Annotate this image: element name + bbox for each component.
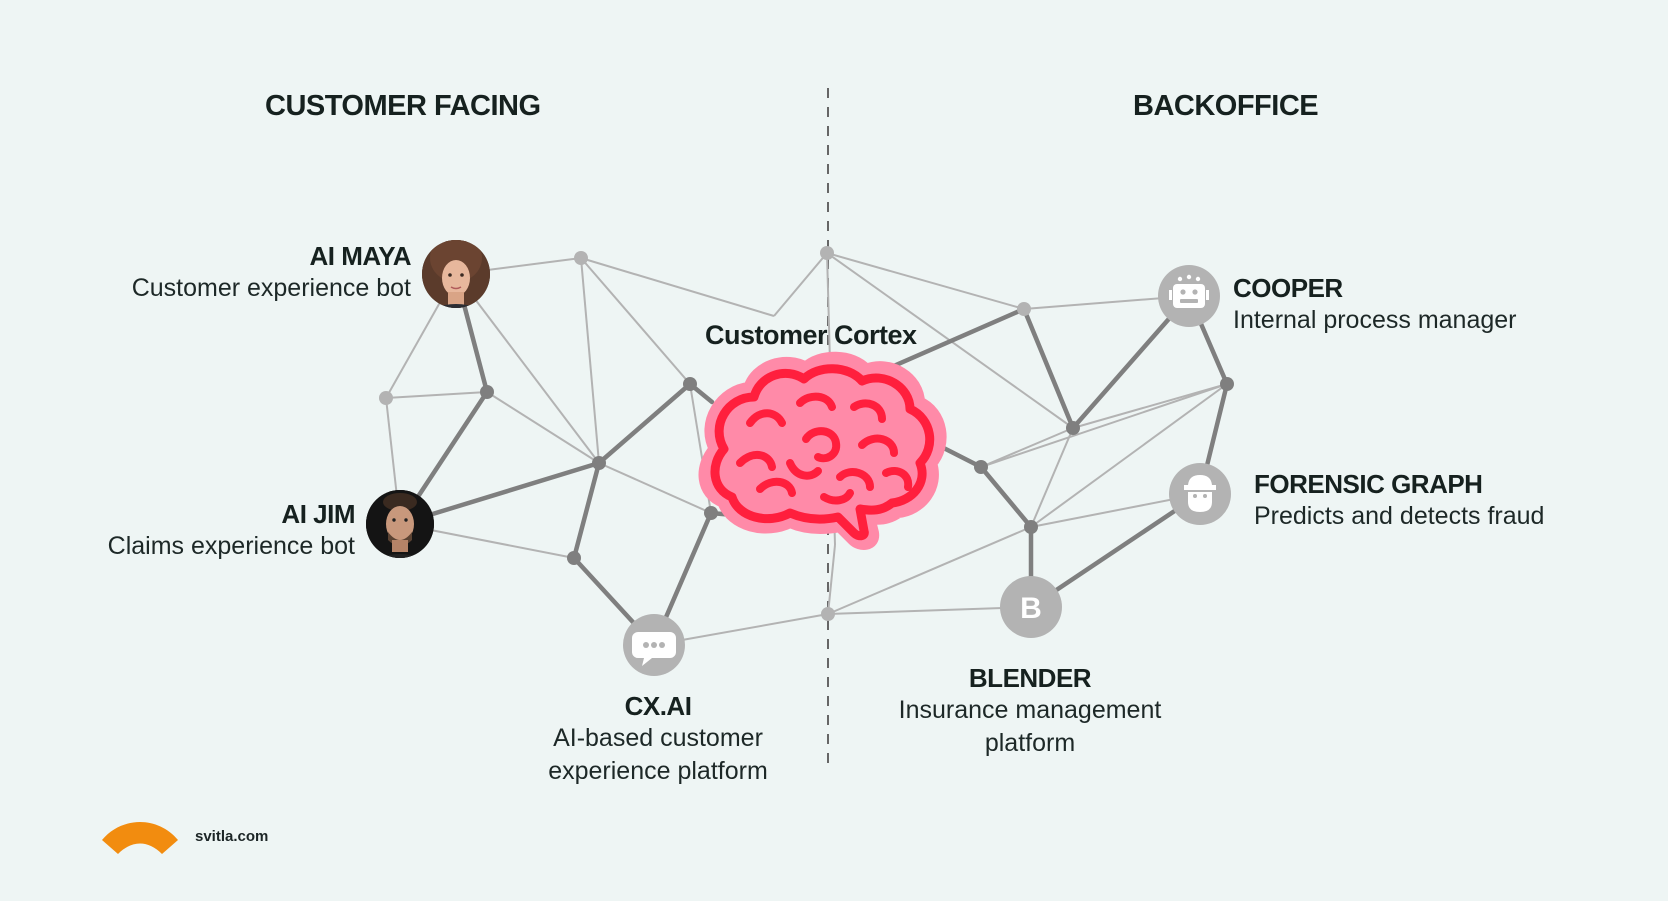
blender-letter-b-icon[interactable]: B bbox=[1000, 576, 1062, 638]
edge-dark bbox=[877, 306, 1027, 375]
edge-light bbox=[980, 383, 1228, 468]
junctions bbox=[379, 246, 1234, 621]
junction-node-dark bbox=[1066, 421, 1080, 435]
edge-dark bbox=[1028, 491, 1203, 610]
center-title: Customer Cortex bbox=[705, 320, 917, 350]
edge-light bbox=[827, 544, 836, 615]
cooper-desc: Internal process manager bbox=[1233, 306, 1517, 334]
edge-light bbox=[980, 427, 1074, 468]
edge-light bbox=[1030, 383, 1228, 528]
edge-light bbox=[486, 391, 600, 464]
ai-maya-avatar[interactable] bbox=[420, 234, 492, 332]
edge-light bbox=[580, 257, 691, 385]
junction-node-dark bbox=[683, 377, 697, 391]
junction-node-light bbox=[1017, 302, 1031, 316]
blender-desc-line2: platform bbox=[984, 729, 1076, 757]
cx-ai-chat-bubble-icon[interactable] bbox=[623, 614, 685, 676]
section-heading-customer-facing: CUSTOMER FACING bbox=[265, 90, 541, 122]
brand-link[interactable]: svitla.com bbox=[195, 828, 269, 845]
edge-light bbox=[1030, 427, 1074, 528]
edge-light bbox=[598, 462, 712, 514]
edge-light bbox=[827, 606, 1032, 615]
edge-light bbox=[826, 252, 1025, 310]
svitla-logo[interactable] bbox=[100, 818, 180, 858]
blender-label: BLENDER Insurance management platform bbox=[870, 662, 1190, 760]
edge-light bbox=[773, 252, 828, 317]
junction-node-light bbox=[820, 246, 834, 260]
svg-text:B: B bbox=[1020, 592, 1042, 625]
section-heading-backoffice: BACKOFFICE bbox=[1133, 90, 1319, 122]
ai-maya-name: AI MAYA bbox=[309, 241, 411, 271]
cx-ai-desc-line2: experience platform bbox=[548, 757, 768, 785]
junction-node-dark bbox=[704, 506, 718, 520]
cooper-robot-icon[interactable] bbox=[1158, 265, 1220, 327]
junction-node-dark bbox=[1220, 377, 1234, 391]
cx-ai-desc-line1: AI-based customer bbox=[553, 724, 763, 752]
edge-light bbox=[580, 257, 775, 317]
ai-jim-name: AI JIM bbox=[281, 499, 355, 529]
edge-dark bbox=[397, 460, 602, 527]
edge-light bbox=[385, 391, 488, 399]
junction-node-dark bbox=[592, 456, 606, 470]
ai-jim-desc: Claims experience bot bbox=[107, 532, 355, 560]
brain-icon bbox=[698, 351, 947, 550]
forensic-graph-detective-icon[interactable] bbox=[1169, 463, 1231, 525]
ai-jim-avatar[interactable] bbox=[366, 490, 434, 582]
edge-dark bbox=[1021, 306, 1076, 431]
forensic-graph-name: FORENSIC GRAPH bbox=[1254, 469, 1483, 499]
junction-node-dark bbox=[480, 385, 494, 399]
junction-node-dark bbox=[1024, 520, 1038, 534]
forensic-graph-label: FORENSIC GRAPH Predicts and detects frau… bbox=[1254, 468, 1544, 533]
junction-node-dark bbox=[567, 551, 581, 565]
edge-light bbox=[455, 273, 600, 464]
cooper-name: COOPER bbox=[1233, 273, 1343, 303]
ai-maya-desc: Customer experience bot bbox=[131, 274, 411, 302]
cx-ai-name: CX.AI bbox=[624, 691, 692, 721]
cx-ai-label: CX.AI AI-based customer experience platf… bbox=[508, 690, 808, 788]
forensic-graph-desc: Predicts and detects fraud bbox=[1254, 502, 1545, 530]
edge-dark bbox=[571, 460, 602, 561]
junction-node-dark bbox=[974, 460, 988, 474]
ai-maya-label: AI MAYA Customer experience bot bbox=[131, 240, 412, 305]
cooper-label: COOPER Internal process manager bbox=[1233, 272, 1516, 337]
edge-dark bbox=[978, 464, 1034, 530]
junction-node-light bbox=[821, 607, 835, 621]
edge-dark bbox=[596, 381, 693, 466]
edge-light bbox=[827, 526, 1032, 615]
edge-light bbox=[580, 257, 600, 464]
junction-node-light bbox=[574, 251, 588, 265]
junction-node-light bbox=[379, 391, 393, 405]
blender-name: BLENDER bbox=[968, 663, 1092, 693]
blender-desc-line1: Insurance management bbox=[898, 696, 1162, 724]
ai-jim-label: AI JIM Claims experience bot bbox=[107, 498, 356, 563]
edge-light bbox=[1072, 383, 1228, 429]
